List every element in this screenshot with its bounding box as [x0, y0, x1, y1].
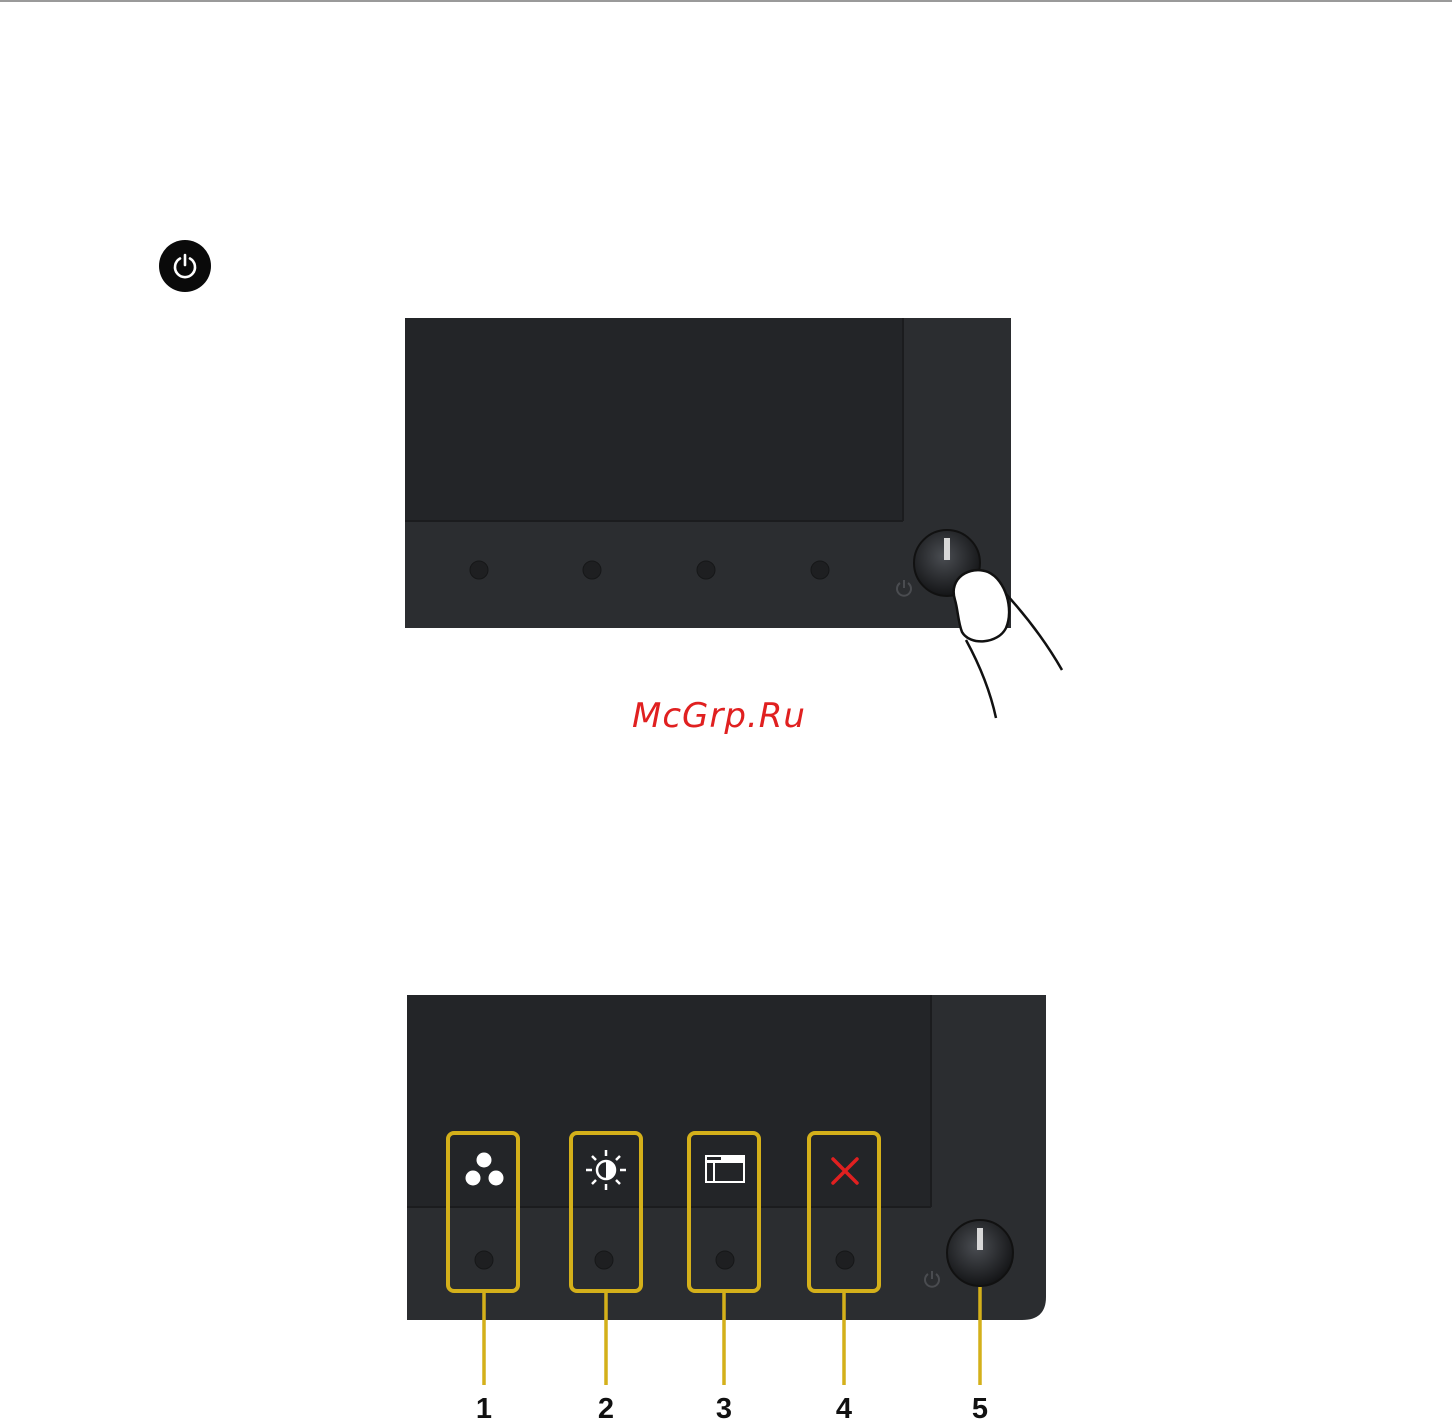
power-icon [159, 240, 211, 292]
control-button-1[interactable] [475, 1251, 493, 1269]
top-rule [0, 0, 1452, 2]
front-button-4[interactable] [811, 561, 829, 579]
brightness-contrast-icon [586, 1150, 626, 1190]
monitor-power-figure [400, 310, 1080, 730]
front-button-1[interactable] [470, 561, 488, 579]
callout-number-3: 3 [704, 1392, 744, 1426]
monitor-controls-figure [400, 985, 1060, 1385]
menu-icon [705, 1155, 745, 1183]
monitor-screen-2 [407, 995, 931, 1207]
callout-number-1: 1 [464, 1392, 504, 1426]
power-button-indicator [944, 538, 950, 560]
watermark-text: McGrp.Ru [632, 692, 852, 740]
callout-number-2: 2 [586, 1392, 626, 1426]
front-button-2[interactable] [583, 561, 601, 579]
control-button-2[interactable] [595, 1251, 613, 1269]
control-button-4[interactable] [836, 1251, 854, 1269]
callout-number-4: 4 [824, 1392, 864, 1426]
front-button-3[interactable] [697, 561, 715, 579]
monitor-screen [405, 318, 903, 521]
control-button-3[interactable] [716, 1251, 734, 1269]
power-button-indicator-2 [977, 1228, 983, 1250]
callout-number-5: 5 [960, 1392, 1000, 1426]
